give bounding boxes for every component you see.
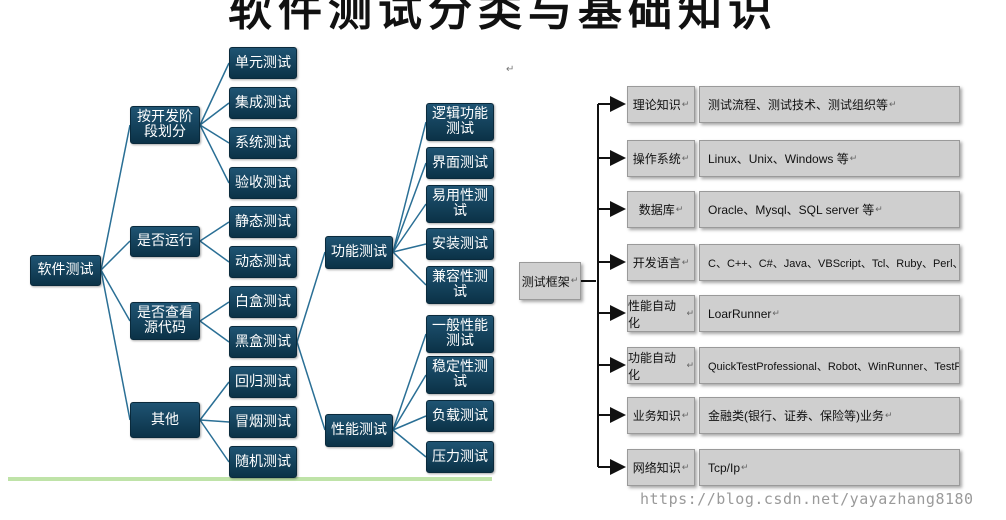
page-title: 软件测试分类与基础知识 (228, 0, 778, 36)
tree-edges (100, 62, 427, 463)
label-business: 业务知识↵ (627, 397, 695, 434)
label-func-automation: 功能自动化↵ (627, 347, 695, 384)
watermark: https://blog.csdn.net/yayazhang8180 (640, 490, 974, 508)
node-white-box-test: 白盒测试 (229, 286, 297, 318)
node-test-framework: 测试框架↵ (519, 262, 581, 300)
node-performance-test: 性能测试 (325, 414, 393, 447)
node-system-test: 系统测试 (229, 127, 297, 159)
node-general-perf-test: 一般性能测试 (426, 315, 494, 353)
node-ui-test: 界面测试 (426, 147, 494, 179)
node-others: 其他 (130, 402, 200, 438)
node-random-test: 随机测试 (229, 446, 297, 478)
label-dev-language: 开发语言↵ (627, 244, 695, 281)
desc-perf-automation: LoarRunner↵ (699, 295, 960, 332)
label-os: 操作系统↵ (627, 140, 695, 177)
paragraph-mark: ↵ (506, 64, 515, 75)
node-load-test: 负载测试 (426, 400, 494, 432)
node-integration-test: 集成测试 (229, 87, 297, 119)
node-regression-test: 回归测试 (229, 366, 297, 398)
left-tree-connectors (8, 62, 492, 481)
label-database: 数据库↵ (627, 191, 695, 228)
node-static-test: 静态测试 (229, 206, 297, 238)
node-dynamic-test: 动态测试 (229, 246, 297, 278)
node-acceptance-test: 验收测试 (229, 167, 297, 199)
node-black-box-test: 黑盒测试 (229, 326, 297, 358)
desc-database: Oracle、Mysql、SQL server 等↵ (699, 191, 960, 228)
node-compatibility-test: 兼容性测试 (426, 266, 494, 304)
desc-theory: 测试流程、测试技术、测试组织等↵ (699, 86, 960, 123)
desc-os: Linux、Unix、Windows 等↵ (699, 140, 960, 177)
node-install-test: 安装测试 (426, 228, 494, 260)
node-logic-function-test: 逻辑功能测试 (426, 103, 494, 141)
node-unit-test: 单元测试 (229, 47, 297, 79)
node-run-or-not: 是否运行 (130, 226, 200, 257)
node-smoke-test: 冒烟测试 (229, 406, 297, 438)
label-network: 网络知识↵ (627, 449, 695, 486)
node-functional-test: 功能测试 (325, 236, 393, 269)
node-software-testing: 软件测试 (30, 255, 101, 286)
desc-network: Tcp/Ip↵ (699, 449, 960, 486)
node-stability-test: 稳定性测试 (426, 356, 494, 394)
node-usability-test: 易用性测试 (426, 185, 494, 223)
desc-func-automation: QuickTestProfessional、Robot、WinRunner、Te… (699, 347, 960, 384)
desc-dev-language: C、C++、C#、Java、VBScript、Tcl、Ruby、Perl、Pyt… (699, 244, 960, 281)
label-theory: 理论知识↵ (627, 86, 695, 123)
node-stress-test: 压力测试 (426, 441, 494, 473)
node-by-dev-stage: 按开发阶段划分 (130, 106, 200, 144)
desc-business: 金融类(银行、证券、保险等)业务↵ (699, 397, 960, 434)
node-view-source: 是否查看源代码 (130, 302, 200, 340)
label-perf-automation: 性能自动化↵ (627, 295, 695, 332)
